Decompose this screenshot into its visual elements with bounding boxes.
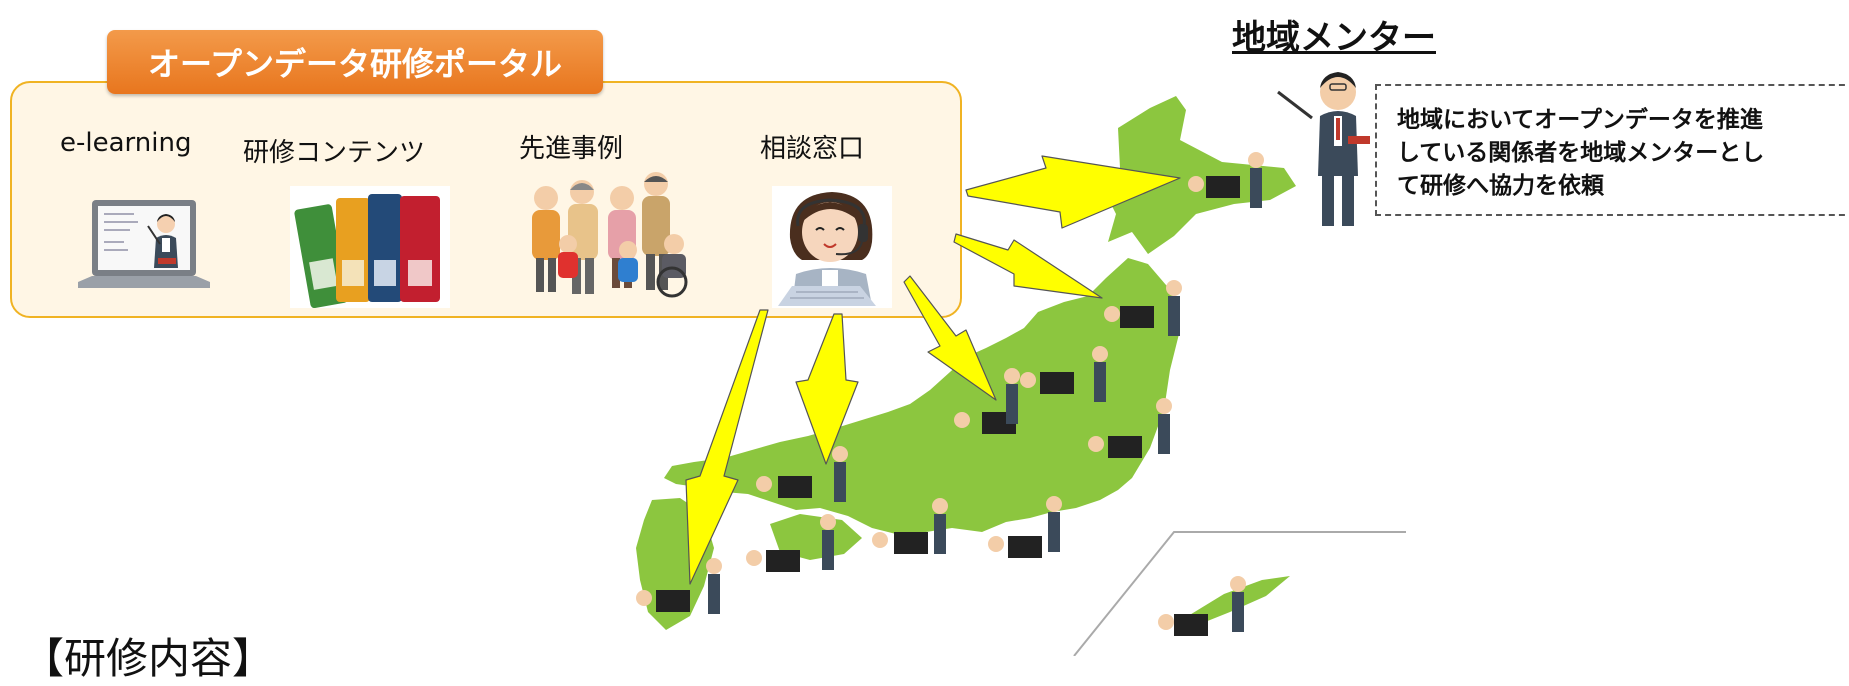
mentor-marker bbox=[636, 558, 722, 614]
map-hokkaido bbox=[1106, 96, 1296, 254]
mentor-marker bbox=[756, 446, 848, 502]
laptop-teacher-icon bbox=[78, 200, 210, 288]
call-center-operator-icon bbox=[772, 186, 892, 308]
arrow-to-hokuriku bbox=[903, 275, 997, 401]
mentor-marker bbox=[954, 368, 1020, 434]
mentor-marker bbox=[746, 514, 836, 572]
arrow-to-tohoku bbox=[953, 233, 1103, 299]
family-group-icon bbox=[532, 172, 688, 298]
mentor-title: 地域メンター bbox=[1232, 18, 1436, 58]
mentor-marker bbox=[1188, 152, 1264, 208]
item-label-advanced-cases: 先進事例 bbox=[519, 134, 624, 164]
japan-map-diagram bbox=[636, 72, 1406, 656]
item-label-consultation: 相談窓口 bbox=[760, 134, 865, 164]
mentor-description-box: 地域においてオープンデータを推進 している関係者を地域メンターとし て研修へ協力… bbox=[1375, 84, 1849, 216]
mentor-description-line: て研修へ協力を依頼 bbox=[1397, 173, 1604, 199]
arrow-to-kyushu bbox=[685, 309, 769, 585]
item-label-training-contents: 研修コンテンツ bbox=[243, 138, 426, 168]
mentor-marker bbox=[1158, 576, 1246, 636]
mentor-description-line: 地域においてオープンデータを推進 bbox=[1397, 107, 1763, 133]
mentor-marker bbox=[1020, 346, 1108, 402]
map-honshu bbox=[664, 258, 1180, 534]
mentor-description-line: している関係者を地域メンターとし bbox=[1397, 140, 1765, 166]
mentor-pointer-icon bbox=[1277, 72, 1370, 226]
mentor-marker bbox=[1088, 398, 1172, 458]
arrow-to-hokkaido bbox=[965, 155, 1181, 229]
item-label-elearning: e-learning bbox=[60, 128, 192, 158]
map-shikoku bbox=[770, 514, 862, 560]
portal-title: オープンデータ研修ポータル bbox=[107, 30, 603, 94]
map-inset-frame bbox=[1073, 531, 1406, 656]
mentor-marker bbox=[1104, 280, 1182, 336]
mentor-marker bbox=[872, 498, 948, 554]
arrow-to-chugoku bbox=[795, 313, 859, 465]
mentor-marker bbox=[988, 496, 1062, 558]
books-icon bbox=[290, 186, 450, 308]
